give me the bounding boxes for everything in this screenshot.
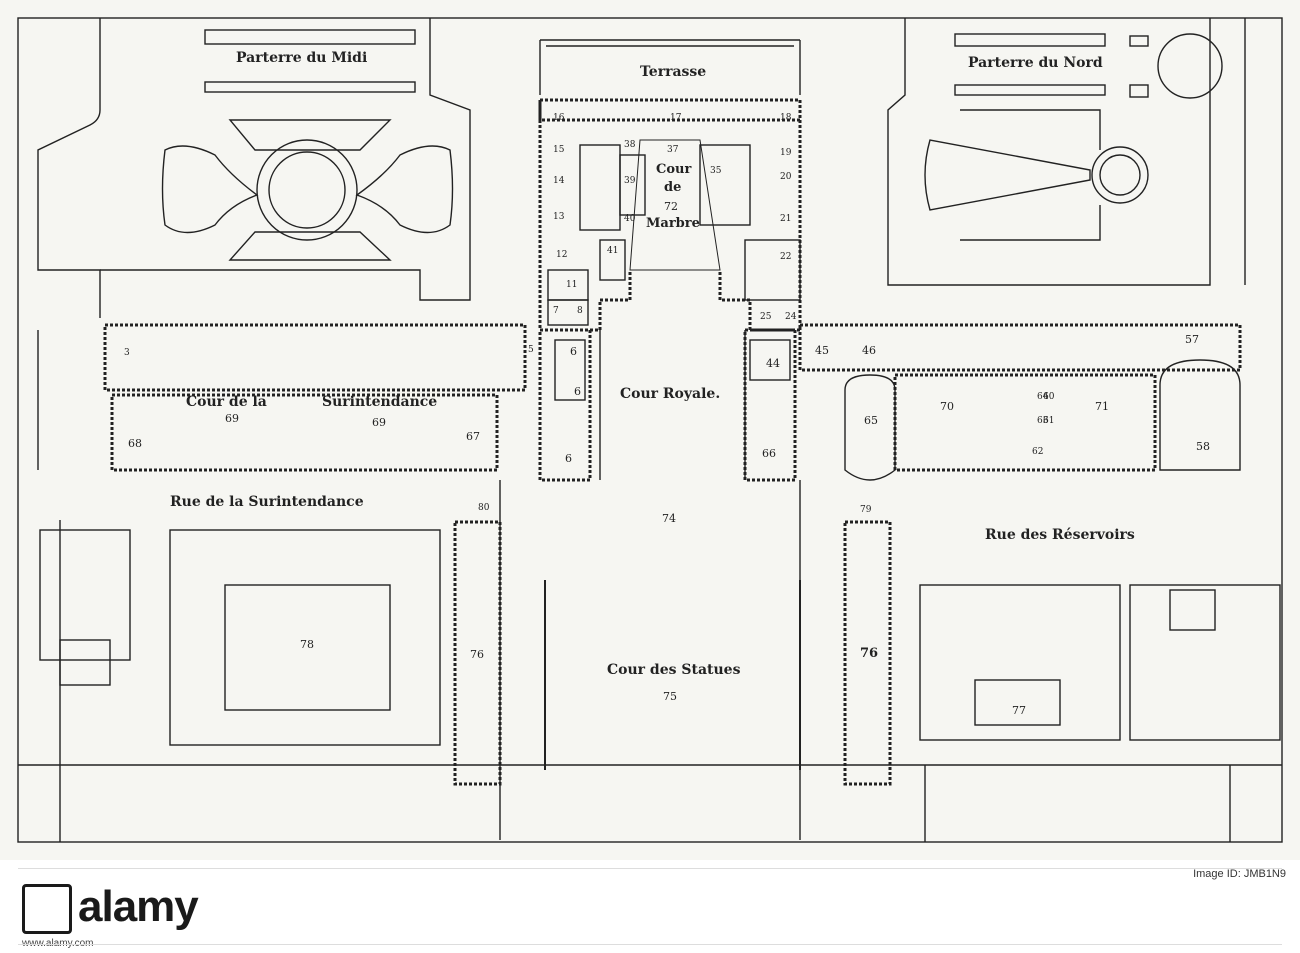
label-60: 60	[1043, 392, 1055, 402]
label-21: 21	[780, 214, 792, 224]
alamy-logo: alamy	[22, 882, 199, 935]
label-18: 18	[780, 113, 792, 123]
label-37: 37	[667, 145, 679, 155]
label-cour-des-statues: Cour des Statues	[607, 662, 741, 678]
palace-floor-plan: Parterre du Midi Terrasse Parterre du No…	[0, 0, 1300, 860]
label-marbre: Marbre	[646, 216, 700, 231]
label-64: 64	[1037, 392, 1049, 402]
label-72: 72	[664, 200, 678, 213]
label-de: de	[664, 180, 682, 195]
label-80: 80	[478, 503, 490, 513]
label-62: 62	[1032, 447, 1044, 457]
label-cour: Cour	[656, 162, 692, 177]
label-76-left: 76	[470, 648, 484, 661]
label-16: 16	[553, 113, 565, 123]
stock-domain: www.alamy.com	[22, 938, 94, 949]
label-20: 20	[780, 172, 792, 182]
label-71: 71	[1095, 400, 1109, 413]
label-69-right: 69	[372, 416, 386, 429]
north-wing-range	[798, 323, 1242, 372]
map-border	[17, 17, 1283, 843]
label-parterre-du-midi: Parterre du Midi	[236, 50, 368, 66]
label-12: 12	[556, 250, 568, 260]
label-38: 38	[624, 140, 636, 150]
label-70: 70	[940, 400, 954, 413]
label-14: 14	[553, 176, 565, 186]
label-74: 74	[662, 512, 676, 525]
label-77: 77	[1012, 704, 1026, 717]
south-wing-range	[103, 323, 527, 392]
label-parterre-du-nord: Parterre du Nord	[968, 55, 1103, 71]
label-40: 40	[624, 214, 636, 224]
block-77	[919, 584, 1121, 741]
label-35: 35	[710, 166, 722, 176]
label-6-a: 6	[565, 452, 572, 465]
label-24: 24	[785, 312, 797, 322]
label-67: 67	[466, 430, 480, 443]
stock-image-id: Image ID: JMB1N9	[1193, 868, 1286, 880]
label-75: 75	[663, 690, 677, 703]
label-surintendance: Surintendance	[322, 394, 438, 410]
label-11: 11	[566, 280, 578, 290]
north-stables-wing	[843, 520, 892, 786]
label-6-c: 6	[574, 385, 581, 398]
parterre-nord-basin	[1091, 146, 1149, 204]
label-15: 15	[553, 145, 565, 155]
parterre-nord-fountain	[1157, 33, 1223, 99]
label-17: 17	[670, 113, 682, 123]
label-22: 22	[780, 252, 792, 262]
label-66: 66	[762, 447, 776, 460]
label-61: 61	[1043, 416, 1055, 426]
label-cour-royale: Cour Royale.	[620, 386, 721, 402]
block-78	[169, 529, 441, 746]
label-rue-de-la-surintendance: Rue de la Surintendance	[170, 494, 364, 510]
label-69-left: 69	[225, 412, 239, 425]
label-79: 79	[860, 505, 872, 515]
stock-watermark-bar: alamy www.alamy.com Image ID: JMB1N9	[0, 860, 1300, 953]
label-57: 57	[1185, 333, 1199, 346]
label-58: 58	[1196, 440, 1210, 453]
label-rue-des-reservoirs: Rue des Réservoirs	[985, 527, 1135, 543]
label-19: 19	[780, 148, 792, 158]
label-5: 5	[528, 345, 534, 355]
parterre-midi-basin	[256, 139, 358, 241]
label-terrasse: Terrasse	[640, 64, 707, 80]
label-46: 46	[862, 344, 876, 357]
divider-top	[18, 868, 1282, 869]
label-45: 45	[815, 344, 829, 357]
label-13: 13	[553, 212, 565, 222]
label-8: 8	[577, 306, 583, 316]
label-63: 63	[1037, 416, 1049, 426]
alamy-logo-icon	[22, 884, 72, 935]
label-65: 65	[864, 414, 878, 427]
plan-drawing	[17, 17, 1283, 843]
label-cour-de-la: Cour de la	[186, 394, 267, 410]
label-39: 39	[624, 176, 636, 186]
label-78: 78	[300, 638, 314, 651]
divider-bottom	[18, 944, 1282, 945]
garden-boundary-left	[37, 18, 101, 318]
label-41: 41	[607, 246, 619, 256]
label-7: 7	[553, 306, 559, 316]
label-44: 44	[766, 357, 780, 370]
label-68: 68	[128, 437, 142, 450]
label-3: 3	[124, 348, 130, 358]
label-6-b: 6	[570, 345, 577, 358]
label-25: 25	[760, 312, 772, 322]
label-76-right: 76	[860, 646, 879, 661]
